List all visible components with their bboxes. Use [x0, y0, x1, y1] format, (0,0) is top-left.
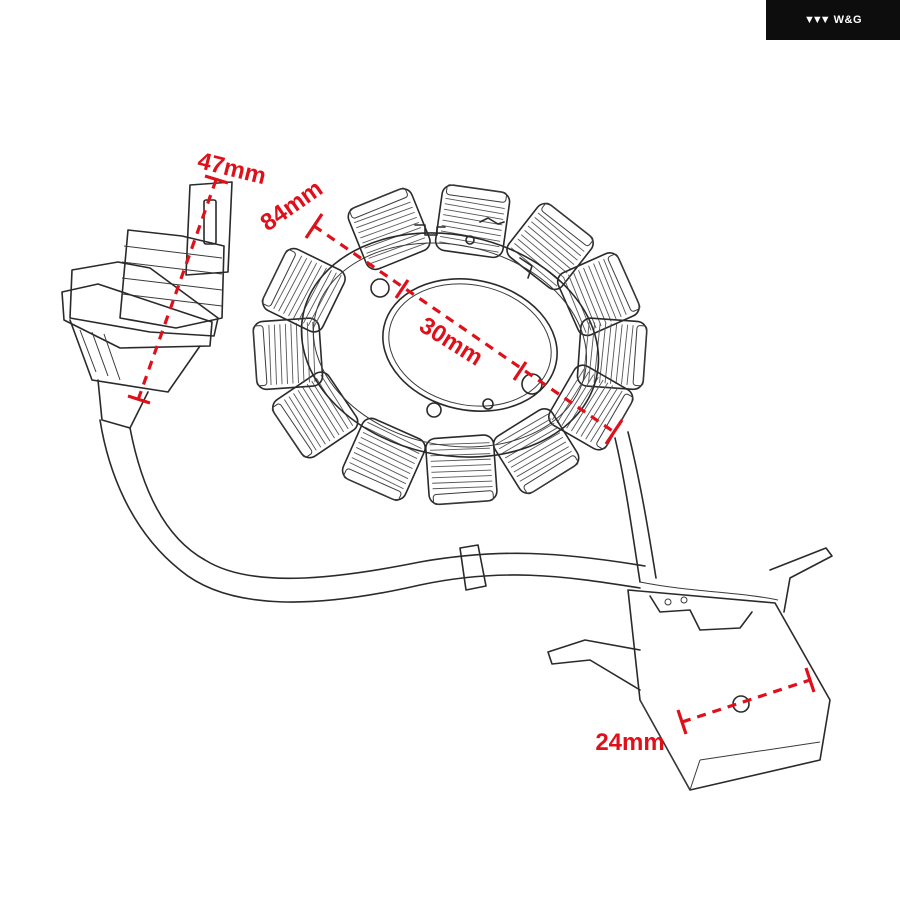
stator-coil [347, 187, 431, 271]
stator-coil [252, 317, 324, 391]
stator-coil [576, 317, 648, 391]
dim-regulator-width: 24mm [595, 667, 816, 756]
stator-core [300, 217, 600, 458]
mount-hole [426, 402, 442, 418]
regulator-box [547, 547, 833, 791]
dim-connector-width: 47mm [127, 147, 269, 405]
connector-plug [61, 181, 233, 429]
brand-name: W&G [833, 14, 863, 26]
dim-label-24mm: 24mm [595, 729, 664, 756]
stator-coil [492, 408, 580, 495]
brand-badge: ▼▼▼ W&G [766, 0, 900, 40]
stator-coil [425, 434, 498, 506]
stator-coil [506, 202, 594, 291]
stator-center-bore [382, 278, 558, 412]
triple-chevron-icon: ▼▼▼ [803, 14, 831, 26]
mount-hole [482, 398, 494, 410]
mount-hole [370, 278, 390, 298]
wire-harness [99, 419, 779, 603]
stator-coil [556, 252, 641, 337]
stator-coil [341, 417, 426, 502]
stator-coil [261, 247, 346, 333]
